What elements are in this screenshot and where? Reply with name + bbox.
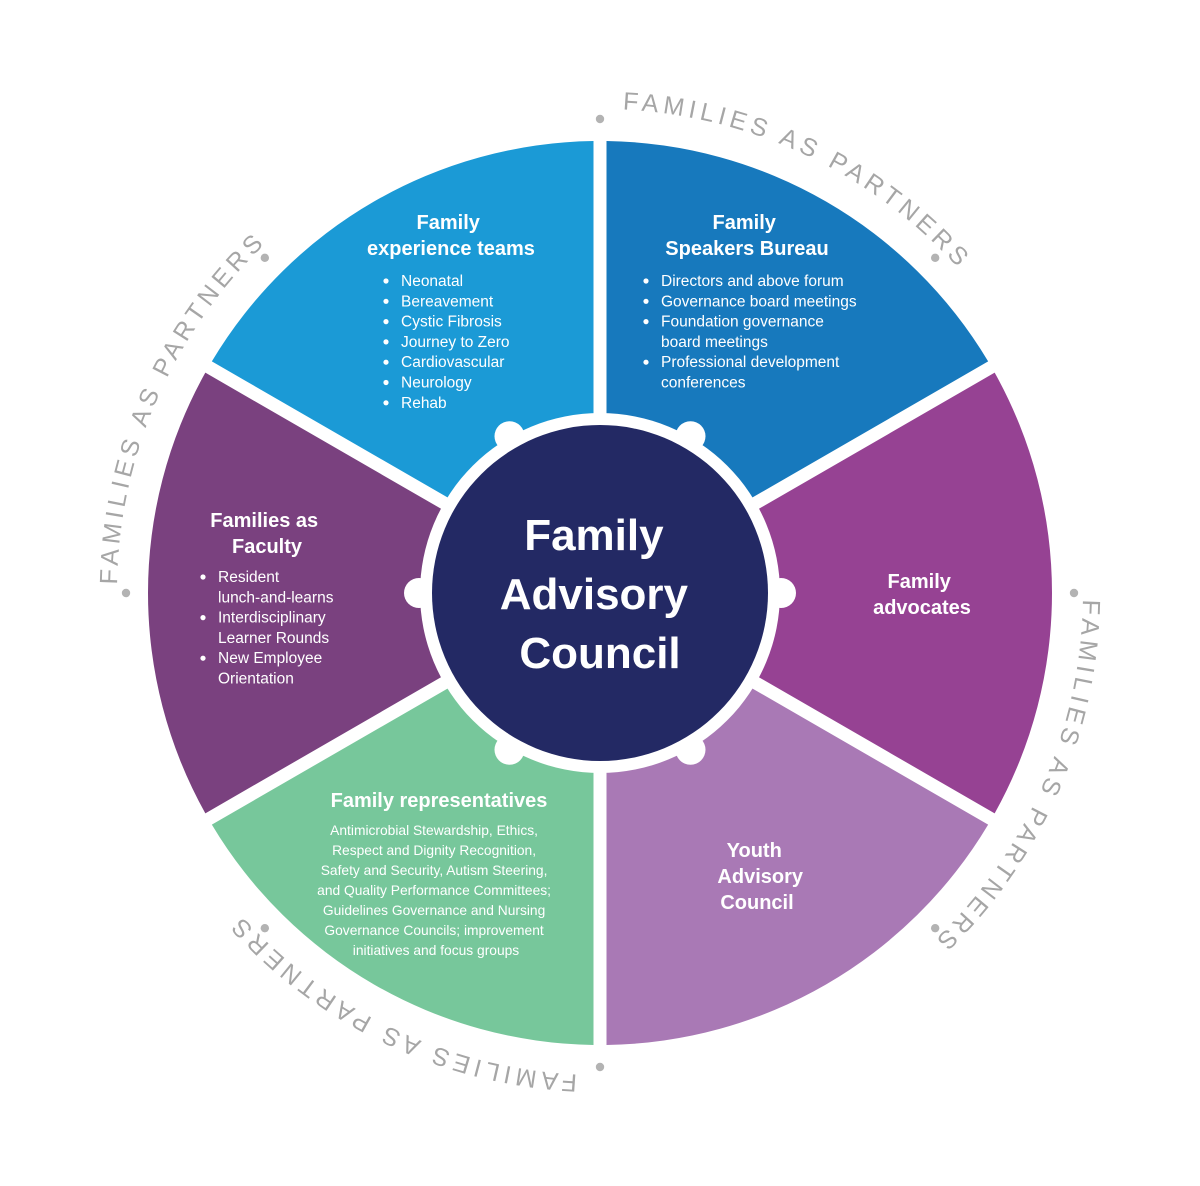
segment-list-item: Neurology [401, 375, 472, 392]
segment-list-item: Cystic Fibrosis [401, 314, 502, 331]
segment-family-speakers-bureau: Family Speakers Bureau Directors and abo… [606, 141, 989, 503]
segment-title-family-representatives: Family representatives [331, 790, 548, 812]
segment-items-family-experience-teams: Neonatal Bereavement Cystic Fibrosis Jou… [383, 273, 510, 412]
bullet-dot [200, 615, 206, 621]
segment-shape-family-representatives [211, 683, 594, 1045]
segment-list-item: Neonatal [401, 273, 463, 290]
ring-separator-dot [930, 253, 940, 263]
ring-separator-dot [930, 923, 940, 933]
outer-ring-dots [121, 114, 1079, 1072]
ring-separator-dot [260, 923, 270, 933]
bullet-dot [643, 359, 649, 365]
bullet-dot [383, 400, 389, 406]
bullet-dot [643, 319, 649, 325]
center-hub: Family Advisory Council [404, 413, 796, 773]
bullet-dot [643, 278, 649, 284]
ring-separator-dot [260, 253, 270, 263]
bullet-dot [383, 379, 389, 386]
segment-family-experience-teams: Family experience teams Neonatal Bereave… [211, 141, 594, 503]
bullet-dot [383, 319, 389, 325]
bullet-dot [383, 339, 389, 345]
segment-family-representatives: Family representatives Antimicrobial Ste… [211, 683, 594, 1045]
segment-list-item: Directors and above forum [661, 273, 844, 290]
ring-separator-dot [595, 1062, 605, 1072]
bullet-dot [383, 298, 389, 304]
segment-shape-families-as-faculty [148, 372, 450, 814]
segment-shape-family-experience-teams [211, 141, 594, 503]
segment-youth-advisory-council: Youth Advisory Council [606, 683, 989, 1045]
ring-separator-dot [1069, 588, 1079, 598]
segment-title-family-speakers-bureau: Family Speakers Bureau [665, 212, 828, 260]
segment-title-families-as-faculty: Families as Faculty [210, 510, 323, 558]
segment-description-family-representatives: Antimicrobial Stewardship, Ethics, Respe… [317, 823, 555, 958]
segment-title-youth-advisory-council: Youth Advisory Council [717, 840, 808, 914]
segment-shape-youth-advisory-council [606, 683, 989, 1045]
segment-list-item: Cardiovascular [401, 354, 504, 371]
segment-shape-family-advocates [750, 372, 1052, 814]
segment-items-family-speakers-bureau: Directors and above forum Governance boa… [643, 273, 857, 392]
bullet-dot [383, 278, 389, 284]
segment-list-item: Bereavement [401, 293, 494, 310]
segment-title-family-advocates: Family advocates [873, 571, 971, 619]
segment-shape-family-speakers-bureau [606, 141, 989, 503]
segment-family-advocates: Family advocates [750, 372, 1052, 814]
bullet-dot [200, 574, 206, 580]
segment-list-item: Rehab [401, 395, 447, 412]
ring-separator-dot [595, 114, 605, 124]
hub-circle [432, 425, 768, 761]
bullet-dot [643, 298, 649, 304]
segment-list-item: Journey to Zero [401, 334, 510, 351]
bullet-dot [383, 359, 389, 365]
segment-title-family-experience-teams: Family experience teams [367, 212, 535, 260]
hub-title: Family Advisory Council [500, 511, 701, 678]
ring-separator-dot [121, 588, 131, 598]
segment-list-item: Governance board meetings [661, 293, 857, 310]
bullet-dot [200, 655, 206, 661]
